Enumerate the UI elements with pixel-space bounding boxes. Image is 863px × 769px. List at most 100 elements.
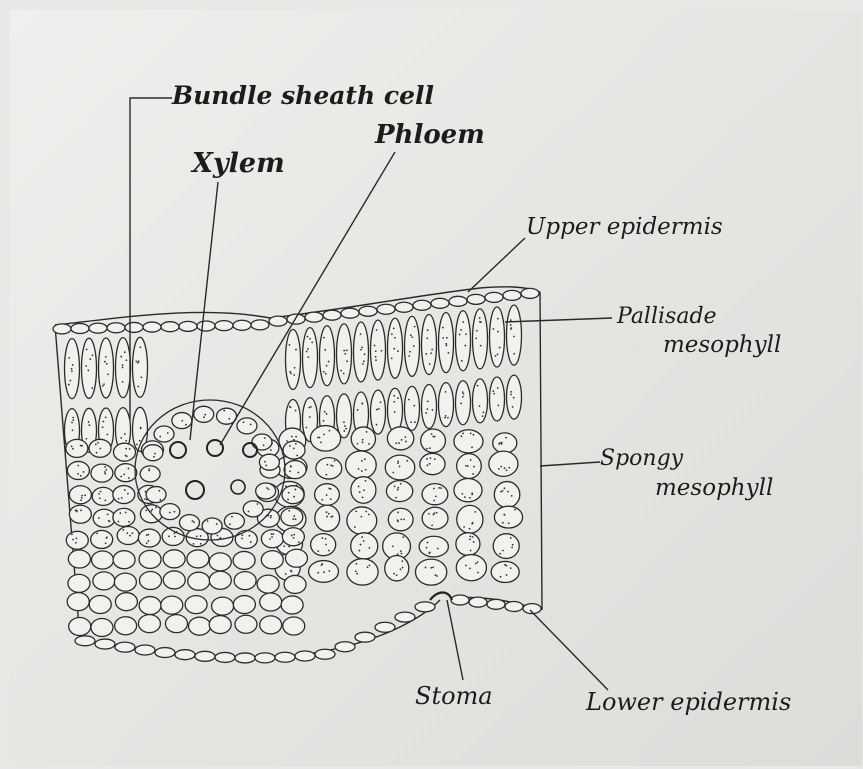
- chloroplast-dot: [124, 351, 126, 353]
- label-lower-epidermis: Lower epidermis: [585, 688, 791, 716]
- ground-tissue-cell: [68, 574, 90, 592]
- chloroplast-dot: [355, 570, 357, 572]
- chloroplast-dot: [122, 381, 124, 383]
- chloroplast-dot: [98, 517, 100, 519]
- chloroplast-dot: [402, 567, 404, 569]
- lower-epidermis-cell: [235, 653, 255, 663]
- upper-epidermis-cell: [485, 292, 503, 302]
- chloroplast-dot: [433, 500, 435, 502]
- chloroplast-dot: [397, 519, 399, 521]
- chloroplast-dot: [459, 334, 461, 336]
- lower-epidermis-cell: [195, 651, 215, 661]
- chloroplast-dot: [361, 470, 363, 472]
- chloroplast-dot: [271, 536, 273, 538]
- chloroplast-dot: [434, 436, 436, 438]
- chloroplast-dot: [361, 347, 363, 349]
- chloroplast-dot: [393, 401, 395, 403]
- chloroplast-dot: [414, 326, 416, 328]
- chloroplast-dot: [174, 536, 176, 538]
- chloroplast-dot: [446, 337, 448, 339]
- ground-tissue-cell: [284, 575, 306, 593]
- chloroplast-dot: [506, 574, 508, 576]
- label-palisade-line2: mesophyll: [663, 332, 781, 358]
- chloroplast-dot: [406, 460, 408, 462]
- chloroplast-dot: [433, 512, 435, 514]
- chloroplast-dot: [104, 361, 106, 363]
- chloroplast-dot: [430, 352, 432, 354]
- chloroplast-dot: [436, 575, 438, 577]
- spongy-cell: [310, 426, 340, 452]
- chloroplast-dot: [367, 566, 369, 568]
- palisade-cell: [371, 320, 386, 380]
- chloroplast-dot: [283, 545, 285, 547]
- chloroplast-dot: [122, 364, 124, 366]
- chloroplast-dot: [150, 510, 152, 512]
- chloroplast-dot: [428, 513, 430, 515]
- ground-tissue-cell: [91, 551, 113, 569]
- chloroplast-dot: [105, 416, 107, 418]
- upper-epidermis-cell: [287, 314, 305, 324]
- ground-tissue-cell: [163, 550, 185, 568]
- bundle-sheath-cell: [252, 434, 272, 450]
- chloroplast-dot: [185, 424, 187, 426]
- chloroplast-dot: [293, 515, 295, 517]
- chloroplast-dot: [346, 349, 348, 351]
- chloroplast-dot: [102, 421, 104, 423]
- chloroplast-dot: [293, 496, 295, 498]
- bundle-sheath-cell: [154, 426, 174, 442]
- chloroplast-dot: [380, 401, 382, 403]
- chloroplast-dot: [400, 568, 402, 570]
- chloroplast-dot: [289, 445, 291, 447]
- chloroplast-dot: [463, 393, 465, 395]
- spongy-cell: [385, 556, 409, 581]
- chloroplast-dot: [317, 437, 319, 439]
- chloroplast-dot: [400, 483, 402, 485]
- chloroplast-dot: [360, 349, 362, 351]
- chloroplast-dot: [396, 574, 398, 576]
- chloroplast-dot: [400, 550, 402, 552]
- chloroplast-dot: [431, 349, 433, 351]
- chloroplast-dot: [140, 376, 142, 378]
- chloroplast-dot: [442, 327, 444, 329]
- chloroplast-dot: [434, 574, 436, 576]
- ground-tissue-cell: [92, 487, 114, 505]
- chloroplast-dot: [295, 410, 297, 412]
- chloroplast-dot: [500, 466, 502, 468]
- chloroplast-dot: [289, 344, 291, 346]
- chloroplast-dot: [309, 338, 311, 340]
- chloroplast-dot: [492, 328, 494, 330]
- ground-tissue-cell: [187, 550, 209, 568]
- chloroplast-dot: [397, 489, 399, 491]
- chloroplast-dot: [289, 470, 291, 472]
- chloroplast-dot: [397, 397, 399, 399]
- upper-epidermis-cell: [413, 300, 431, 310]
- chloroplast-dot: [493, 393, 495, 395]
- chloroplast-dot: [325, 373, 327, 375]
- label-stoma: Stoma: [415, 682, 493, 710]
- chloroplast-dot: [80, 499, 82, 501]
- chloroplast-dot: [375, 359, 377, 361]
- chloroplast-dot: [325, 544, 327, 546]
- ground-tissue-cell: [91, 530, 113, 548]
- chloroplast-dot: [158, 490, 160, 492]
- ground-tissue-cell: [163, 571, 185, 589]
- chloroplast-dot: [330, 464, 332, 466]
- chloroplast-dot: [397, 511, 399, 513]
- chloroplast-dot: [362, 439, 364, 441]
- spongy-cell: [347, 559, 378, 585]
- chloroplast-dot: [409, 351, 411, 353]
- ground-tissue-cell: [113, 508, 135, 526]
- chloroplast-dot: [328, 570, 330, 572]
- chloroplast-dot: [363, 360, 365, 362]
- chloroplast-dot: [291, 436, 293, 438]
- chloroplast-dot: [427, 401, 429, 403]
- chloroplast-dot: [359, 491, 361, 493]
- chloroplast-dot: [102, 426, 104, 428]
- chloroplast-dot: [381, 350, 383, 352]
- chloroplast-dot: [137, 362, 139, 364]
- chloroplast-dot: [426, 464, 428, 466]
- spongy-cell: [347, 507, 377, 534]
- chloroplast-dot: [81, 497, 83, 499]
- chloroplast-dot: [88, 424, 90, 426]
- chloroplast-dot: [288, 492, 290, 494]
